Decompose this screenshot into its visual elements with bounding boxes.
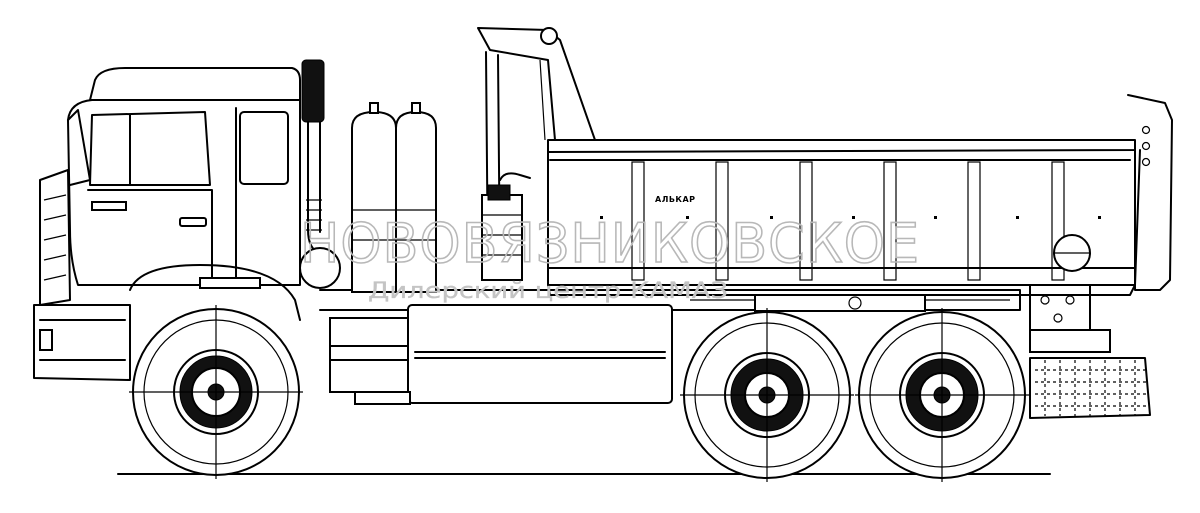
dealer-watermark: НОВОВЯЗНИКОВСКОЕ Дилерский центр КАМАЗ [299, 211, 920, 304]
mud-flap [1029, 357, 1151, 419]
front-wheel [129, 305, 303, 479]
gas-cylinders [351, 102, 437, 293]
exhaust-pipe [299, 59, 341, 289]
rear-wheel-1 [680, 308, 854, 482]
fuel-tank [407, 304, 673, 404]
body-brand-label: АЛЬКАР [655, 195, 696, 204]
hydraulic-unit [481, 172, 531, 281]
rear-wheel-2 [855, 308, 1029, 482]
battery-box [329, 317, 411, 405]
watermark-subtitle: Дилерский центр КАМАЗ [368, 279, 728, 304]
dump-body: АЛЬКАР [477, 27, 1173, 296]
truck-cab [33, 67, 301, 381]
watermark-title: НОВОВЯЗНИКОВСКОЕ [300, 212, 920, 275]
